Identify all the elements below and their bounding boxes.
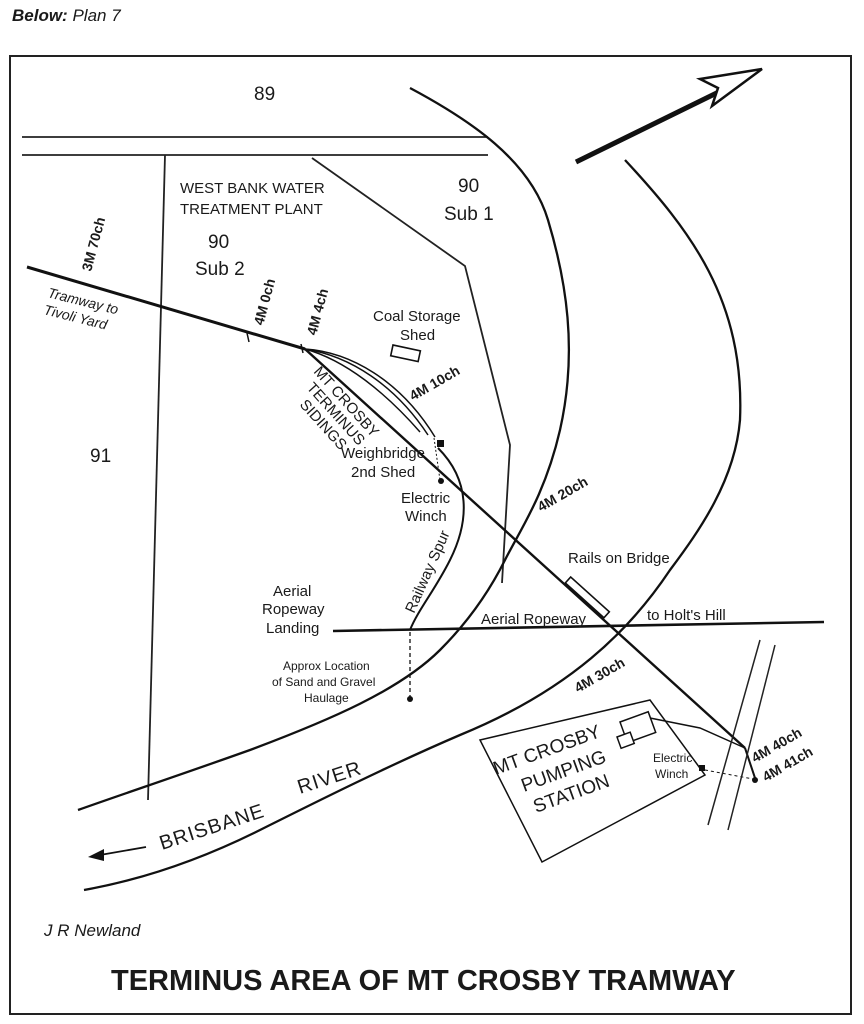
railway-spur xyxy=(409,447,465,631)
pumping-station xyxy=(478,699,746,864)
plant-label-2: TREATMENT PLANT xyxy=(180,201,323,218)
portion-89: 89 xyxy=(254,84,275,105)
haulage-label-3: Haulage xyxy=(304,691,349,705)
tramway-line xyxy=(26,265,756,779)
landing-label-2: Ropeway xyxy=(262,601,325,618)
aerial-ropeway xyxy=(332,620,825,633)
plant-label-1: WEST BANK WATER xyxy=(180,180,325,197)
winch-2-label-2: Winch xyxy=(655,767,688,781)
chainage-4m20: 4M 20ch xyxy=(535,473,591,514)
river-banks xyxy=(77,86,742,892)
railway-spur-label: Railway Spur xyxy=(402,528,453,616)
river-label-river: RIVER xyxy=(295,757,365,798)
rails-on-bridge xyxy=(564,575,611,619)
chainage-3m70: 3M 70ch xyxy=(78,215,108,273)
portion-boundaries xyxy=(22,136,511,801)
coal-shed-label-1: Coal Storage xyxy=(373,308,461,325)
landing-label-1: Aerial xyxy=(273,583,311,600)
chainage-4m4: 4M 4ch xyxy=(303,287,331,337)
haulage-label-1: Approx Location xyxy=(283,659,370,673)
terminus-sidings xyxy=(304,348,436,438)
electric-winch-marker xyxy=(438,478,444,484)
map-title: TERMINUS AREA OF MT CROSBY TRAMWAY xyxy=(111,965,736,997)
rails-on-bridge-label: Rails on Bridge xyxy=(568,550,670,567)
road xyxy=(707,639,776,831)
portion-90-sub2: Sub 2 xyxy=(195,259,245,280)
caption-lead: Below: xyxy=(12,6,68,25)
north-arrow xyxy=(574,67,763,165)
portion-90-b: 90 xyxy=(208,232,229,253)
figure-caption: Below: Plan 7 xyxy=(12,6,121,26)
winch-2-label-1: Electric xyxy=(653,751,692,765)
weighbridge-label-2: 2nd Shed xyxy=(351,464,415,481)
winch-1-label-2: Winch xyxy=(405,508,447,525)
weighbridge-marker xyxy=(437,440,444,447)
chainage-4m10: 4M 10ch xyxy=(407,362,463,403)
electric-winch-2-marker xyxy=(699,765,705,771)
haulage-label-2: of Sand and Gravel xyxy=(272,675,375,689)
haulage-point xyxy=(407,696,413,702)
portion-90-a: 90 xyxy=(458,176,479,197)
winch-1-label-1: Electric xyxy=(401,490,451,507)
river-label-brisbane: BRISBANE xyxy=(157,800,268,855)
chainage-4m30: 4M 30ch xyxy=(572,654,628,695)
coal-storage-shed xyxy=(389,344,422,363)
portion-91: 91 xyxy=(90,446,111,467)
chainage-4m0: 4M 0ch xyxy=(250,277,278,327)
holts-hill-label: to Holt's Hill xyxy=(647,607,726,624)
map-frame xyxy=(9,55,852,1015)
portion-90-sub1: Sub 1 xyxy=(444,204,494,225)
aerial-ropeway-label: Aerial Ropeway xyxy=(481,611,587,628)
river-flow-arrow xyxy=(88,846,147,861)
map-credit: J R Newland xyxy=(43,921,141,940)
weighbridge-label-1: Weighbridge xyxy=(341,445,425,462)
caption-plan: Plan 7 xyxy=(72,6,121,25)
coal-shed-label-2: Shed xyxy=(400,327,435,344)
landing-label-3: Landing xyxy=(266,620,319,637)
